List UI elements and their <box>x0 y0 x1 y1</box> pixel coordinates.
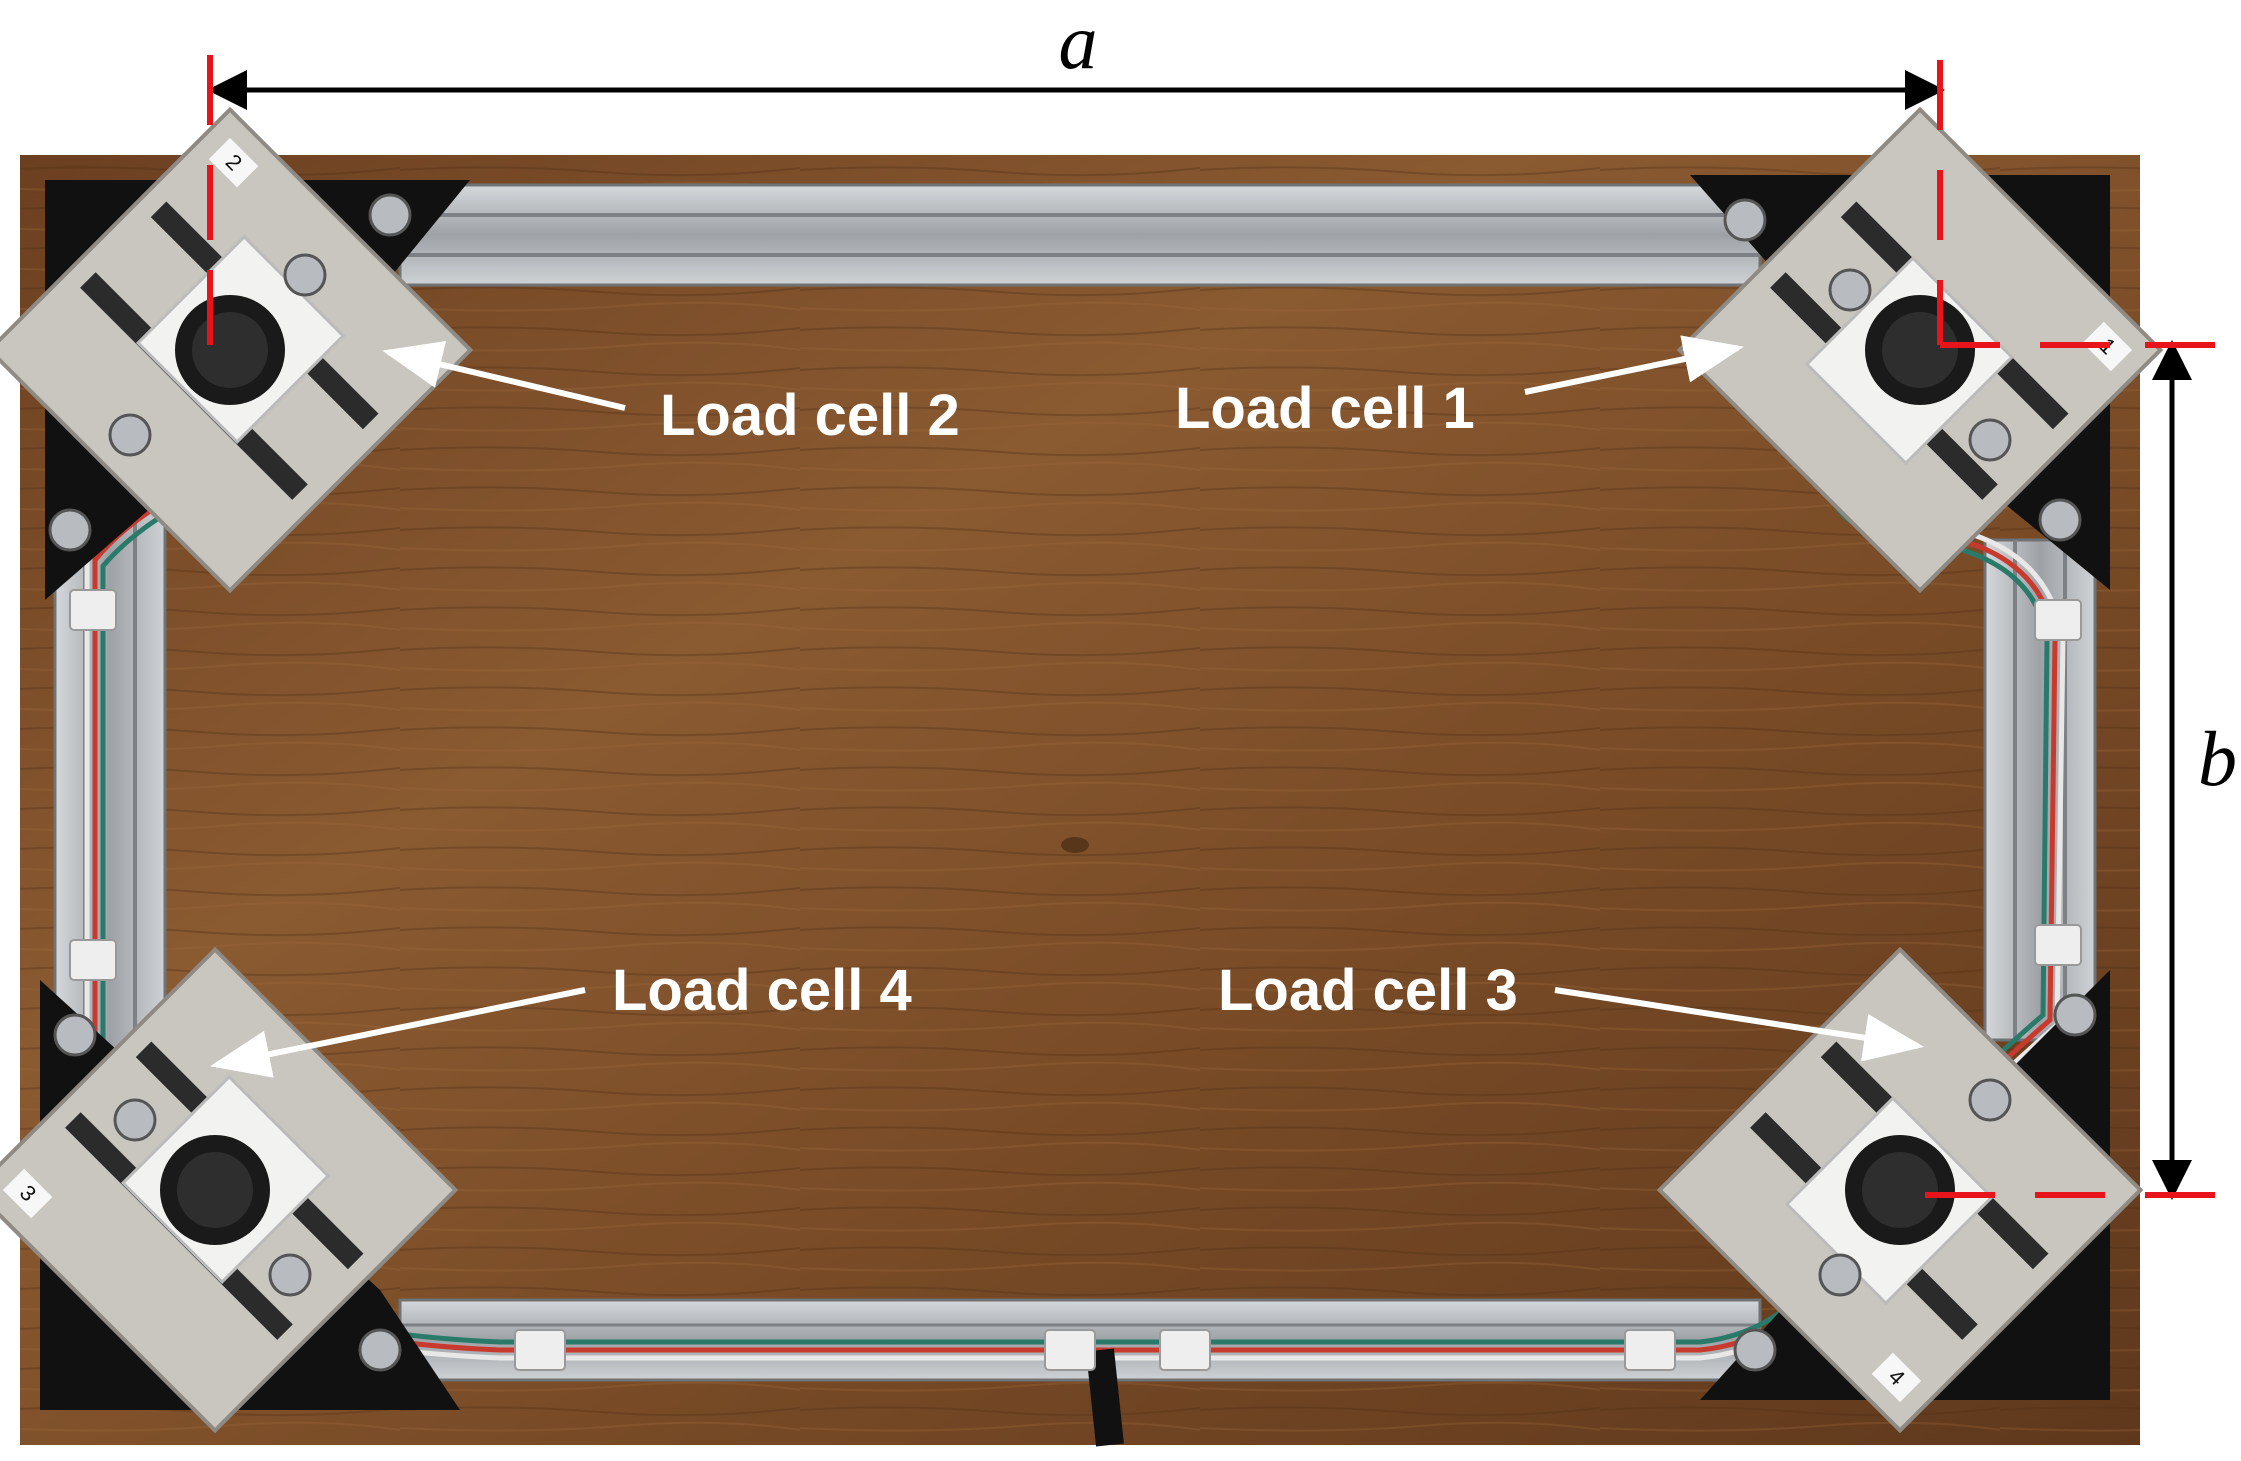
dimension-b-label: b <box>2198 715 2237 802</box>
arrow-load-cell-4 <box>210 987 586 1078</box>
bolts <box>48 193 2097 1372</box>
arrow-load-cell-3 <box>1554 987 1924 1062</box>
load-cell-3-label: Load cell 3 <box>1218 958 1518 1023</box>
load-cell-4-assembly: 3 <box>0 946 459 1434</box>
load-cell-2-assembly: 2 <box>0 106 474 594</box>
load-cell-1-label: Load cell 1 <box>1175 376 1475 441</box>
load-cell-2-sticker <box>208 137 259 188</box>
load-cell-2-label: Load cell 2 <box>660 383 960 448</box>
load-cell-3-assembly: 4 <box>1656 946 2144 1434</box>
arrow-load-cell-1 <box>1524 335 1744 395</box>
load-cell-1-assembly: 1 <box>1676 106 2164 594</box>
load-cell-4-sticker <box>2 1168 53 1219</box>
annotation-arrows <box>210 335 1924 1078</box>
dimension-a: a <box>207 0 1945 110</box>
arrow-load-cell-2 <box>382 341 626 411</box>
reference-markers <box>207 55 2215 1198</box>
load-cell-3-sticker <box>1871 1352 1922 1403</box>
cable-clips <box>69 589 2082 1371</box>
dimension-a-label: a <box>1059 0 1098 85</box>
load-cell-4-label: Load cell 4 <box>612 958 912 1023</box>
dimension-b: b <box>2152 340 2237 1200</box>
